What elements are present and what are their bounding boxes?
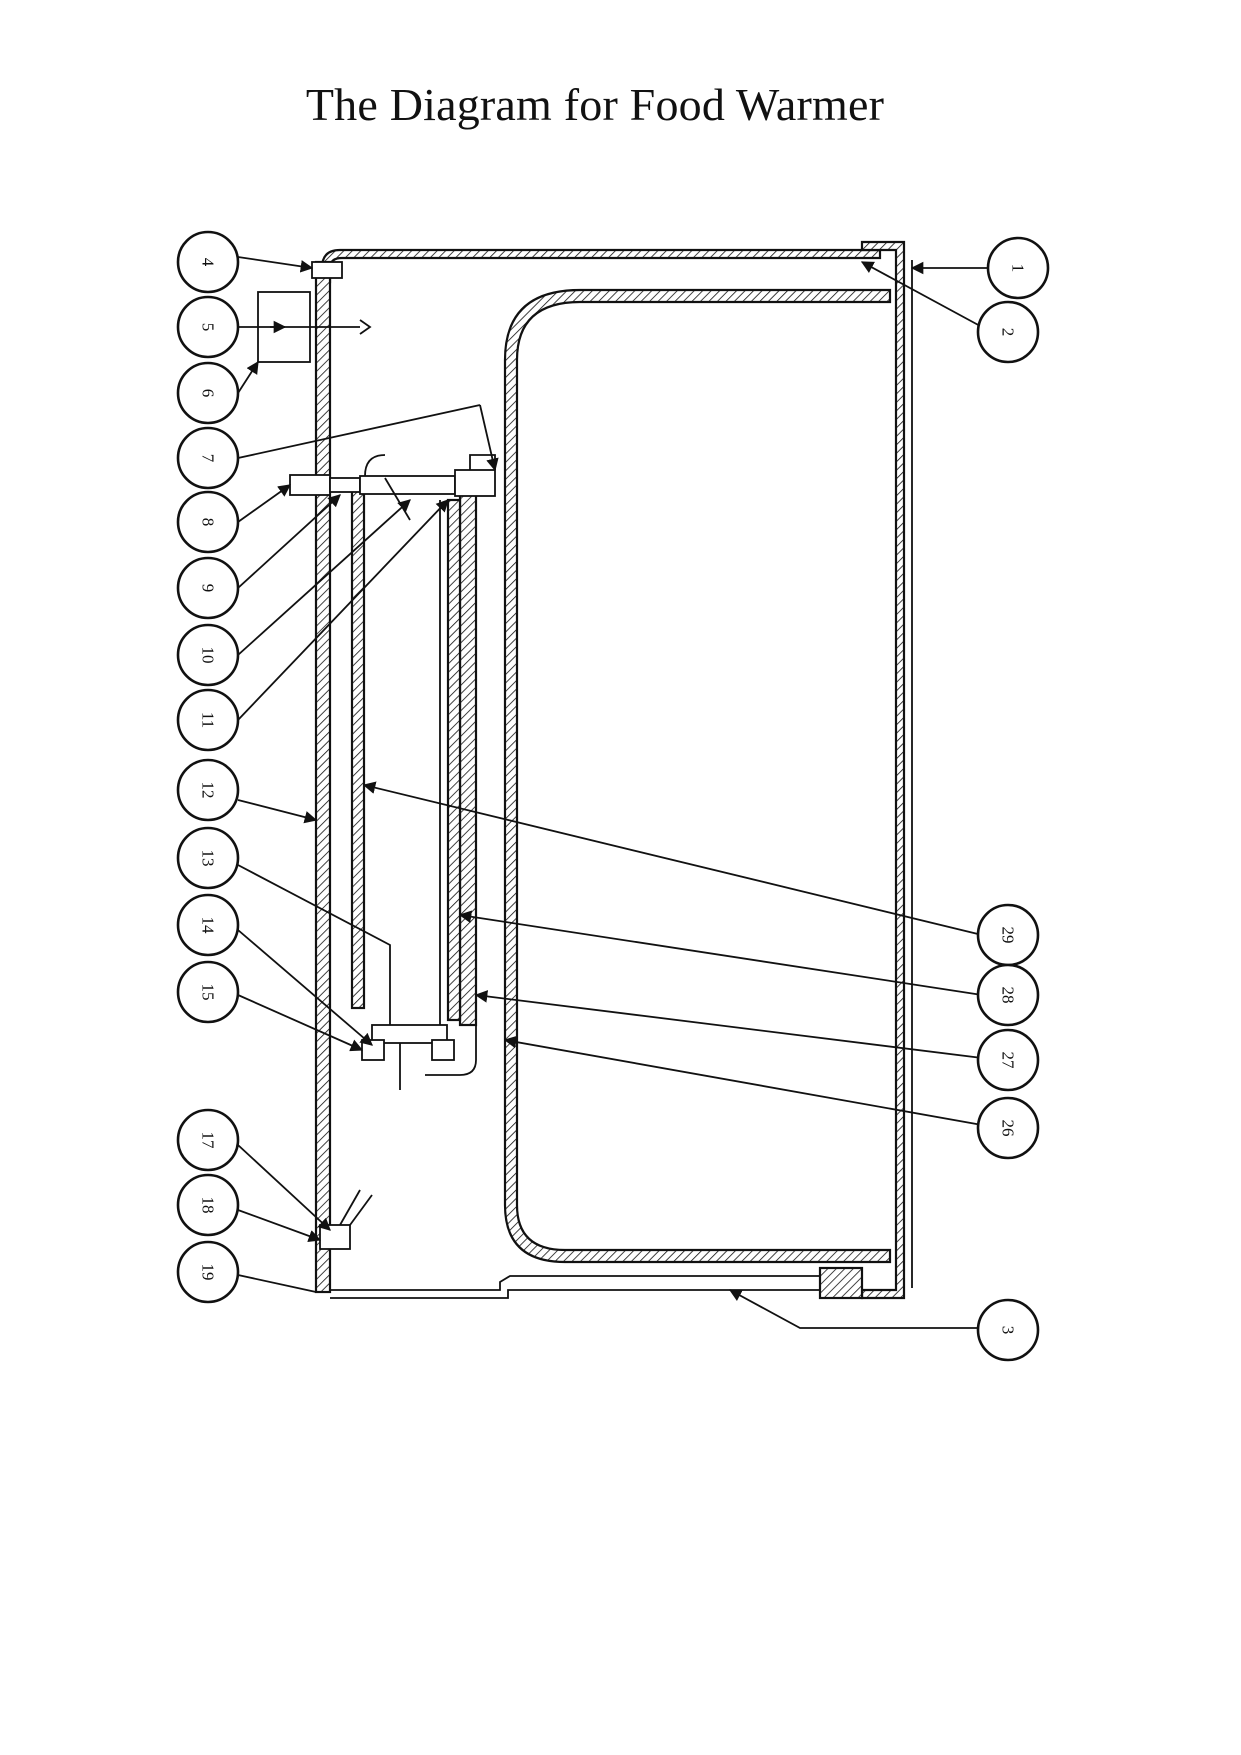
left-panel xyxy=(314,260,366,1294)
svg-text:9: 9 xyxy=(199,584,218,593)
svg-text:8: 8 xyxy=(199,518,218,527)
svg-text:12: 12 xyxy=(199,782,218,799)
svg-text:26: 26 xyxy=(999,1120,1018,1137)
svg-text:7: 7 xyxy=(199,454,218,463)
callout-4: 4 xyxy=(176,230,240,294)
callout-3: 3 xyxy=(976,1298,1040,1362)
callout-26: 26 xyxy=(976,1096,1040,1160)
callout-10: 10 xyxy=(176,623,240,687)
callout-14: 14 xyxy=(176,893,240,957)
callout-29: 29 xyxy=(976,903,1040,967)
callout-2: 2 xyxy=(976,300,1040,364)
svg-text:6: 6 xyxy=(199,389,218,398)
svg-text:17: 17 xyxy=(199,1132,218,1150)
callout-9: 9 xyxy=(176,556,240,620)
svg-text:1: 1 xyxy=(1009,264,1028,273)
svg-text:18: 18 xyxy=(199,1197,218,1214)
svg-text:4: 4 xyxy=(199,258,218,267)
svg-text:27: 27 xyxy=(999,1052,1018,1070)
svg-text:5: 5 xyxy=(199,323,218,332)
svg-text:13: 13 xyxy=(199,850,218,867)
callout-19: 19 xyxy=(176,1240,240,1304)
svg-text:2: 2 xyxy=(999,328,1018,337)
svg-text:11: 11 xyxy=(199,712,218,728)
callout-28: 28 xyxy=(976,963,1040,1027)
callout-12: 12 xyxy=(176,758,240,822)
svg-text:28: 28 xyxy=(999,987,1018,1004)
svg-text:3: 3 xyxy=(999,1326,1018,1335)
page-title: The Diagram for Food Warmer xyxy=(305,79,885,130)
inner-pan xyxy=(503,288,892,1264)
svg-text:29: 29 xyxy=(999,927,1018,944)
callout-27: 27 xyxy=(976,1028,1040,1092)
bottom-fittings xyxy=(319,1024,455,1250)
svg-text:10: 10 xyxy=(199,647,218,664)
heating-element xyxy=(425,493,478,1076)
svg-text:15: 15 xyxy=(199,984,218,1001)
callout-15: 15 xyxy=(176,960,240,1024)
callout-18: 18 xyxy=(176,1173,240,1237)
top-fittings xyxy=(289,454,496,521)
callout-5: 5 xyxy=(176,295,240,359)
callout-6: 6 xyxy=(176,361,240,425)
outer-housing xyxy=(320,240,913,1300)
thermostat-block xyxy=(257,261,372,363)
svg-text:14: 14 xyxy=(199,917,218,935)
leader-lines xyxy=(237,256,990,1329)
callout-17: 17 xyxy=(176,1108,240,1172)
callout-13: 13 xyxy=(176,826,240,890)
callout-11: 11 xyxy=(176,688,240,752)
callout-7: 7 xyxy=(176,426,240,490)
callout-8: 8 xyxy=(176,490,240,554)
callout-1: 1 xyxy=(986,236,1050,300)
svg-text:19: 19 xyxy=(199,1264,218,1281)
